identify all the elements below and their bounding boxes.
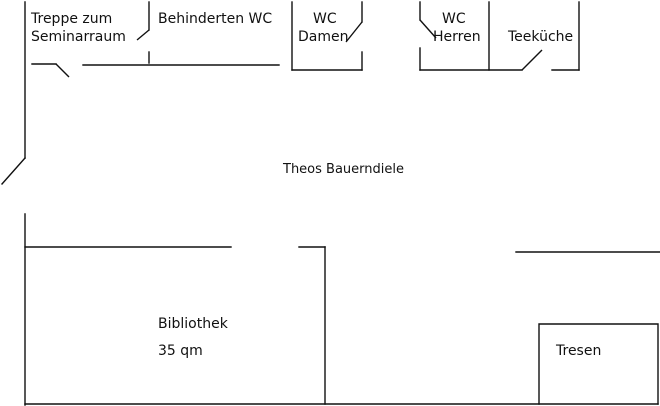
- treppe-bottom-door: [55, 63, 70, 78]
- room-label-treppe-line2: Seminarraum: [31, 29, 126, 45]
- wc-damen-door: [345, 21, 363, 43]
- room-label-wc-herren-line2: Herren: [433, 29, 481, 45]
- entrance-door: [1, 157, 26, 185]
- room-label-wc-damen-line1: WC: [313, 11, 337, 27]
- room-label-tresen: Tresen: [556, 343, 602, 359]
- wc-herren-door: [419, 19, 437, 39]
- room-label-bibliothek-area: 35 qm: [158, 343, 203, 359]
- teekueche-door: [521, 49, 543, 71]
- room-label-teekueche: Teeküche: [508, 29, 574, 45]
- room-label-wc-damen-line2: Damen: [298, 29, 349, 45]
- room-label-bauerndiele: Theos Bauerndiele: [283, 162, 404, 177]
- room-label-wc-herren-line1: WC: [442, 11, 466, 27]
- treppe-door: [136, 29, 150, 41]
- room-label-treppe-line1: Treppe zum: [31, 11, 113, 27]
- room-label-bibliothek: Bibliothek: [158, 316, 228, 332]
- tresen-outline: [538, 323, 659, 405]
- room-label-behinderten-wc: Behinderten WC: [158, 11, 273, 27]
